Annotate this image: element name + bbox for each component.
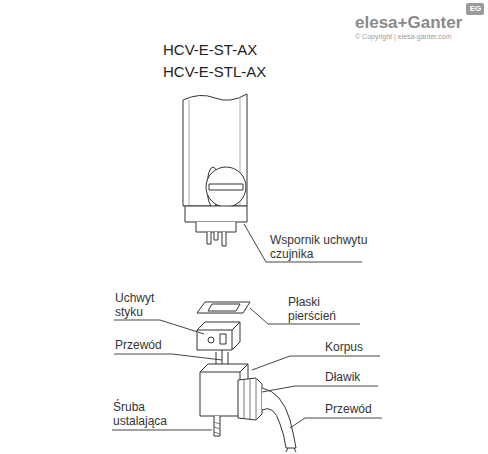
part-name: Śruba ustalająca <box>113 400 175 428</box>
sensor-bracket <box>185 206 247 222</box>
set-screw <box>214 416 220 436</box>
cable-gland <box>238 378 262 420</box>
contact-pins <box>207 232 226 246</box>
leader-line <box>252 356 380 370</box>
contact-holder <box>197 322 240 350</box>
cable <box>262 388 296 448</box>
copyright-note: © Copyright | elesa-ganter.com <box>355 33 485 41</box>
leader-line <box>262 386 378 392</box>
bracket-base <box>196 222 236 232</box>
holder-edges <box>197 322 240 350</box>
part-name: Płaski pierścień <box>288 295 360 323</box>
cable-ends <box>286 448 296 452</box>
leader-line <box>114 354 222 360</box>
part-name: Wspornik uchwytu czujnika <box>270 233 370 261</box>
knob <box>206 167 246 207</box>
part-name: Przewód <box>115 338 175 352</box>
logo-badge-text: EG <box>467 4 484 14</box>
part-name: Przewód <box>325 402 385 416</box>
knob-slot <box>209 184 243 190</box>
holder-slot <box>220 334 226 344</box>
part-name: Uchwyt styku <box>115 291 163 319</box>
product-code: HCV-E-ST-AX <box>163 41 313 59</box>
brand-logo: elesa+Ganter <box>355 13 475 33</box>
valve-body <box>183 94 247 206</box>
product-code: HCV-E-STL-AX <box>163 63 313 81</box>
holder-screw <box>208 337 214 343</box>
screw-thread <box>214 422 220 434</box>
ring-inner <box>208 304 240 311</box>
part-name: Korpus <box>325 340 385 354</box>
leader-line <box>290 418 382 428</box>
gland-ribs <box>244 378 256 420</box>
part-name: Dławik <box>325 370 385 384</box>
leader-line <box>112 430 212 431</box>
leader-line <box>114 320 204 334</box>
flat-ring <box>197 302 250 313</box>
logo-badge <box>466 3 484 15</box>
leader-lines <box>112 224 382 430</box>
